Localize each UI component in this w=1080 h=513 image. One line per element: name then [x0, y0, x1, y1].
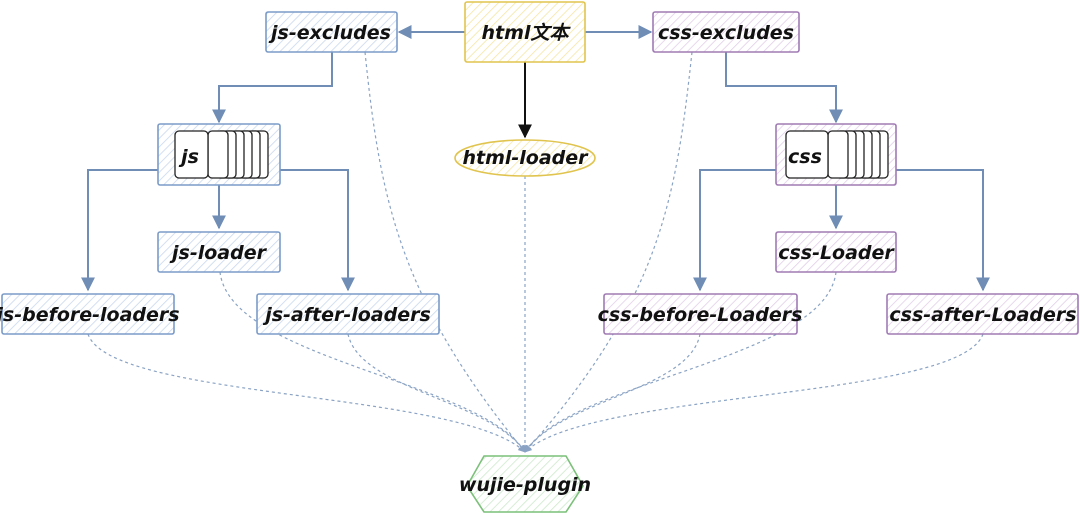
dashed-from-css-after-loaders: [524, 333, 984, 453]
html-text-node: html文本: [464, 1, 586, 63]
css-stack-cards: [785, 130, 889, 179]
css-before-loaders-node: css-before-Loaders: [598, 293, 803, 335]
wujie-plugin-label: wujie-plugin: [459, 474, 591, 496]
js-before-loaders-label: js-before-loaders: [0, 304, 180, 326]
dashed-from-css-excludes: [524, 51, 693, 453]
css-loader-node: css-Loader: [775, 231, 897, 273]
edge-js-to-js-before-loaders: [81, 169, 158, 292]
js-stack-cards: [174, 130, 269, 179]
edge-css-to-css-before-loaders: [693, 169, 776, 292]
edge-js-to-js-after-loaders: [280, 169, 355, 292]
edge-css-to-css-after-loaders: [896, 169, 990, 292]
solid-connectors: [81, 25, 990, 292]
css-excludes-node: css-excludes: [652, 11, 800, 53]
js-loader-node: js-loader: [157, 231, 281, 273]
dashed-from-js-loader: [219, 271, 526, 453]
edge-css-excludes-to-css: [725, 52, 843, 124]
dashed-from-js-excludes: [364, 51, 526, 453]
js-loader-label: js-loader: [169, 242, 268, 264]
js-after-loaders-node: js-after-loaders: [256, 293, 440, 335]
edge-js-excludes-to-js: [212, 52, 333, 124]
js-excludes-label: js-excludes: [268, 22, 391, 44]
dashed-from-css-before-loaders: [524, 333, 701, 453]
wujie-plugin-node: wujie-plugin: [459, 455, 591, 513]
css-before-loaders-label: css-before-Loaders: [598, 304, 803, 326]
dashed-from-css-loader: [524, 271, 837, 453]
html-loader-node: html-loader: [454, 139, 596, 177]
dashed-connectors: [87, 51, 984, 453]
css-after-loaders-label: css-after-Loaders: [889, 304, 1076, 326]
css-excludes-label: css-excludes: [658, 22, 794, 44]
js-excludes-node: js-excludes: [265, 11, 398, 53]
css-loader-label: css-Loader: [778, 242, 895, 264]
dashed-from-js-before-loaders: [87, 333, 526, 453]
js-after-loaders-label: js-after-loaders: [262, 304, 431, 326]
css-stack-label: css: [788, 146, 822, 168]
js-before-loaders-node: js-before-loaders: [0, 293, 180, 335]
css-after-loaders-node: css-after-Loaders: [886, 293, 1079, 335]
js-stack-node: js: [157, 123, 281, 186]
js-stack-label: js: [178, 146, 199, 168]
html-loader-label: html-loader: [462, 147, 589, 169]
dashed-from-js-after-loaders: [347, 333, 526, 453]
html-text-label: html文本: [482, 22, 572, 44]
css-stack-node: css: [775, 123, 897, 186]
